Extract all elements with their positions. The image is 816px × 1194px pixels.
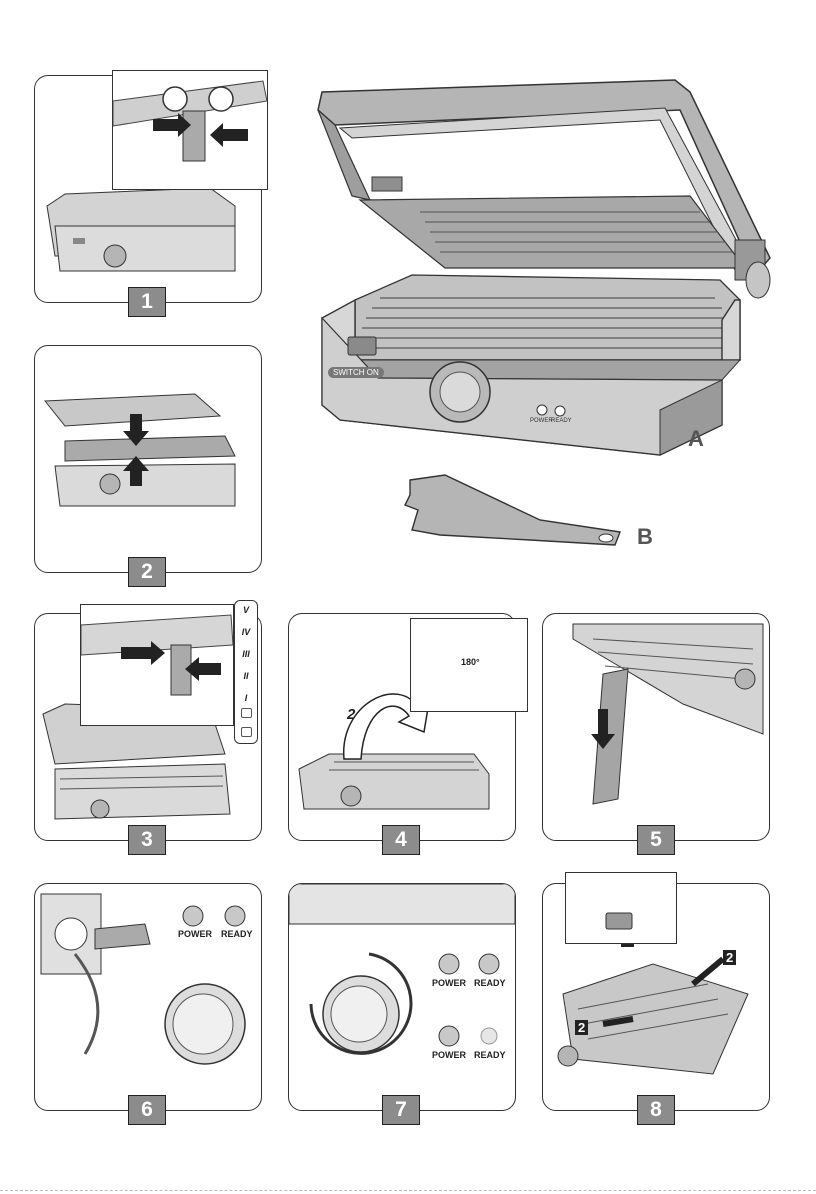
step-3-badge: 3 [128,825,166,855]
step-6-ready-label: READY [221,929,253,939]
main-ready-text: READY [551,418,572,424]
appliance-label: A [688,426,704,451]
step-4-zoom: 180° [410,618,528,712]
position-ii: II [243,671,249,681]
step-2-panel [34,345,262,573]
step-5-panel [542,613,770,841]
main-power-text: POWER [530,418,553,424]
locked-icon [241,708,252,718]
step-7-top-power-label: POWER [432,978,467,988]
scraper-label: B [637,524,653,549]
step-8-arrow-2a-label: 2 [723,950,737,965]
step-4-badge: 4 [382,825,420,855]
position-i: I [244,693,248,703]
step-6-power-label: POWER [178,929,213,939]
step-5-badge: 5 [637,825,675,855]
position-v: V [242,605,249,615]
step-1-zoom [112,70,268,190]
switch-logo-text: SWITCH ON [328,367,384,378]
step-8-badge: 8 [637,1095,675,1125]
step-6-panel: POWER READY [34,883,262,1111]
step-7-bottom-power-label: POWER [432,1050,467,1060]
unlocked-icon [241,727,252,737]
step-2-badge: 2 [128,557,166,587]
step-3-position-scale: V IV III II I [234,600,258,744]
step-8-zoom [565,872,677,944]
step-1-badge: 1 [128,287,166,317]
step-7-panel: POWER READY POWER READY [288,883,516,1111]
step-3-zoom [80,604,234,726]
position-iii: III [242,649,250,659]
step-7-bottom-ready-label: READY [474,1050,506,1060]
step-7-badge: 7 [382,1095,420,1125]
temperature-dial-label: 180° [461,657,480,667]
step-8-arrow-2b-label: 2 [575,1020,589,1035]
step-7-top-ready-label: READY [474,978,506,988]
step-6-badge: 6 [128,1095,166,1125]
position-iv: IV [241,627,251,637]
rotation-step-number: 2 [347,706,356,723]
page-bottom-rule [0,1190,816,1191]
